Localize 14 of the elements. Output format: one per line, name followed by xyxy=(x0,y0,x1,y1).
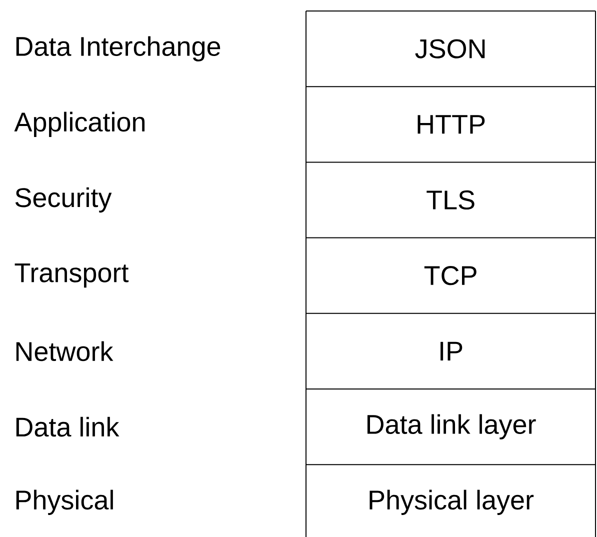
layer-name: Network xyxy=(16,341,114,362)
layer-cell: IP xyxy=(306,312,596,392)
layer-cell: HTTP xyxy=(306,86,596,165)
layer-name: Data Interchange xyxy=(16,36,220,62)
layer-cell: TLS xyxy=(306,162,596,240)
layer-name: Physical xyxy=(16,490,113,515)
layer-name: Security xyxy=(15,187,112,213)
layer-cell: JSON xyxy=(306,10,596,90)
layer-cell: Physical layer xyxy=(306,464,596,537)
layer-name: Transport xyxy=(14,264,129,288)
layer-name: Data link xyxy=(16,416,120,437)
layer-cell: Data link layer xyxy=(306,388,596,468)
layer-cell: TCP xyxy=(306,237,596,316)
layer-name: Application xyxy=(14,112,145,137)
